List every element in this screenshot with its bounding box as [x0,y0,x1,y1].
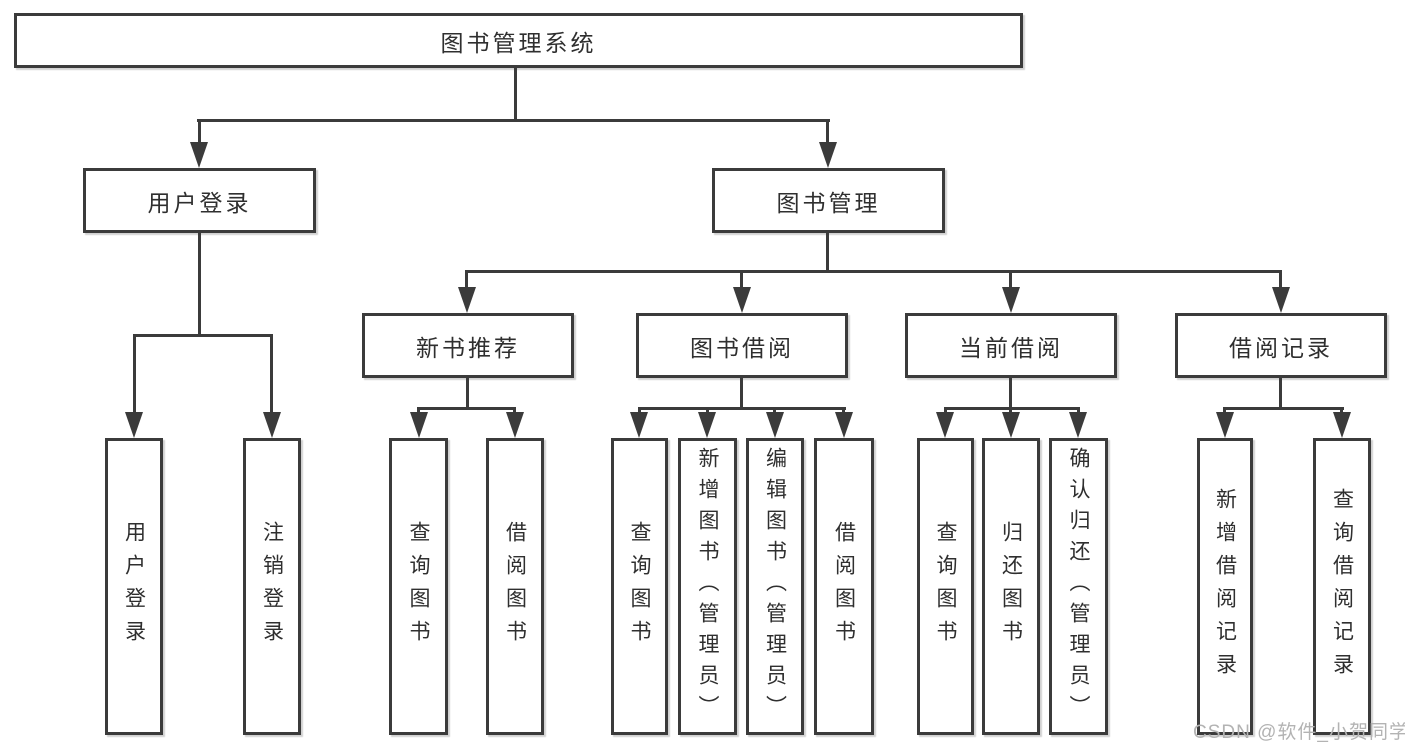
leaf-borrow-books-recommend-label: 借阅图书 [503,520,527,653]
connector-leaf-stem [1077,407,1080,415]
connector-section-stem [740,270,743,289]
node-book-mgmt: 图书管理 [712,168,945,233]
arrow-to-section [1272,287,1290,313]
node-current-borrow-label: 当前借阅 [959,334,1063,361]
leaf-borrow-books-recommend: 借阅图书 [486,438,544,735]
node-new-book-recommend-label: 新书推荐 [416,334,520,361]
arrow-to-book-mgmt [819,142,837,168]
leaf-add-book-admin: 新增图书（管理员） [678,438,737,735]
connector-group-down [1279,376,1282,409]
connector-user-login-rail [133,334,273,337]
leaf-add-borrow-record-label: 新增借阅记录 [1213,487,1237,686]
node-root: 图书管理系统 [14,13,1023,68]
connector-group-down [466,376,469,409]
connector-user-login-stem [198,119,201,145]
leaf-logout: 注销登录 [243,438,301,735]
connector-leaf-stem [773,407,776,415]
connector-user-login-down [198,231,201,336]
node-book-mgmt-label: 图书管理 [776,189,881,216]
connector-group-down [740,376,743,409]
arrow-to-leaf [1333,412,1351,438]
leaf-query-books-borrow: 查询图书 [611,438,668,735]
leaf-add-book-admin-label: 新增图书（管理员） [696,447,719,726]
arrow-to-leaf [1069,412,1087,438]
connector-root-trunk [514,66,517,121]
arrow-to-leaf [410,412,428,438]
arrow-to-leaf [506,412,524,438]
connector-level2-rail [197,119,830,122]
leaf-borrow-books-label: 借阅图书 [832,520,856,653]
arrow-to-leaf [936,412,954,438]
leaf-user-login: 用户登录 [105,438,163,735]
connector-leaf-stem [1009,407,1012,415]
leaf-query-books-current: 查询图书 [917,438,974,735]
connector-book-mgmt-down [826,231,829,272]
csdn-watermark: CSDN @软件_小贺同学 [1193,722,1405,743]
node-borrow-records: 借阅记录 [1175,313,1387,378]
leaf-user-login-label: 用户登录 [122,520,146,653]
node-book-borrow-label: 图书借阅 [690,334,794,361]
connector-leaf-stem [513,407,516,415]
leaf-return-book: 归还图书 [982,438,1040,735]
node-user-login-label: 用户登录 [147,189,252,216]
leaf-confirm-return-admin: 确认归还（管理员） [1049,438,1108,735]
leaf-return-book-label: 归还图书 [999,520,1023,653]
connector-leaf-stem [842,407,845,415]
arrow-to-leaf [630,412,648,438]
arrow-to-leaf [263,412,281,438]
leaf-edit-book-admin-label: 编辑图书（管理员） [763,447,787,726]
connector-leaf-stem [133,334,136,414]
connector-book-mgmt-stem [826,119,829,145]
leaf-query-borrow-record: 查询借阅记录 [1313,438,1371,735]
arrow-to-leaf [1002,412,1020,438]
connector-level3-rail [465,270,1282,273]
arrow-to-section [733,287,751,313]
leaf-query-borrow-record-label: 查询借阅记录 [1330,487,1354,686]
connector-group-rail [1223,407,1344,410]
connector-group-rail [417,407,516,410]
leaf-query-books-borrow-label: 查询图书 [628,520,651,653]
connector-group-rail [944,407,1080,410]
arrow-to-leaf [835,412,853,438]
arrow-to-leaf [766,412,784,438]
node-borrow-records-label: 借阅记录 [1229,334,1333,361]
leaf-logout-label: 注销登录 [260,520,284,653]
connector-section-stem [465,270,468,289]
arrow-to-section [1002,287,1020,313]
connector-leaf-stem [417,407,420,415]
leaf-confirm-return-admin-label: 确认归还（管理员） [1067,447,1090,726]
arrow-to-leaf [698,412,716,438]
node-book-borrow: 图书借阅 [636,313,848,378]
arrow-to-user-login [190,142,208,168]
leaf-add-borrow-record: 新增借阅记录 [1197,438,1253,735]
leaf-query-books-current-label: 查询图书 [934,520,957,653]
arrow-to-leaf [1216,412,1234,438]
connector-section-stem [1279,270,1282,289]
connector-leaf-stem [944,407,947,415]
node-user-login: 用户登录 [83,168,316,233]
arrow-to-leaf [125,412,143,438]
leaf-edit-book-admin: 编辑图书（管理员） [746,438,804,735]
connector-leaf-stem [706,407,709,415]
connector-section-stem [1009,270,1012,289]
node-current-borrow: 当前借阅 [905,313,1117,378]
connector-leaf-stem [1223,407,1226,415]
leaf-borrow-books: 借阅图书 [814,438,874,735]
connector-leaf-stem [1340,407,1343,415]
node-new-book-recommend: 新书推荐 [362,313,574,378]
connector-leaf-stem [270,334,273,414]
leaf-query-books-recommend-label: 查询图书 [407,520,430,653]
connector-leaf-stem [638,407,641,415]
connector-group-rail [638,407,846,410]
arrow-to-section [458,287,476,313]
leaf-query-books-recommend: 查询图书 [389,438,448,735]
connector-group-down [1009,376,1012,409]
node-root-label: 图书管理系统 [440,29,597,56]
